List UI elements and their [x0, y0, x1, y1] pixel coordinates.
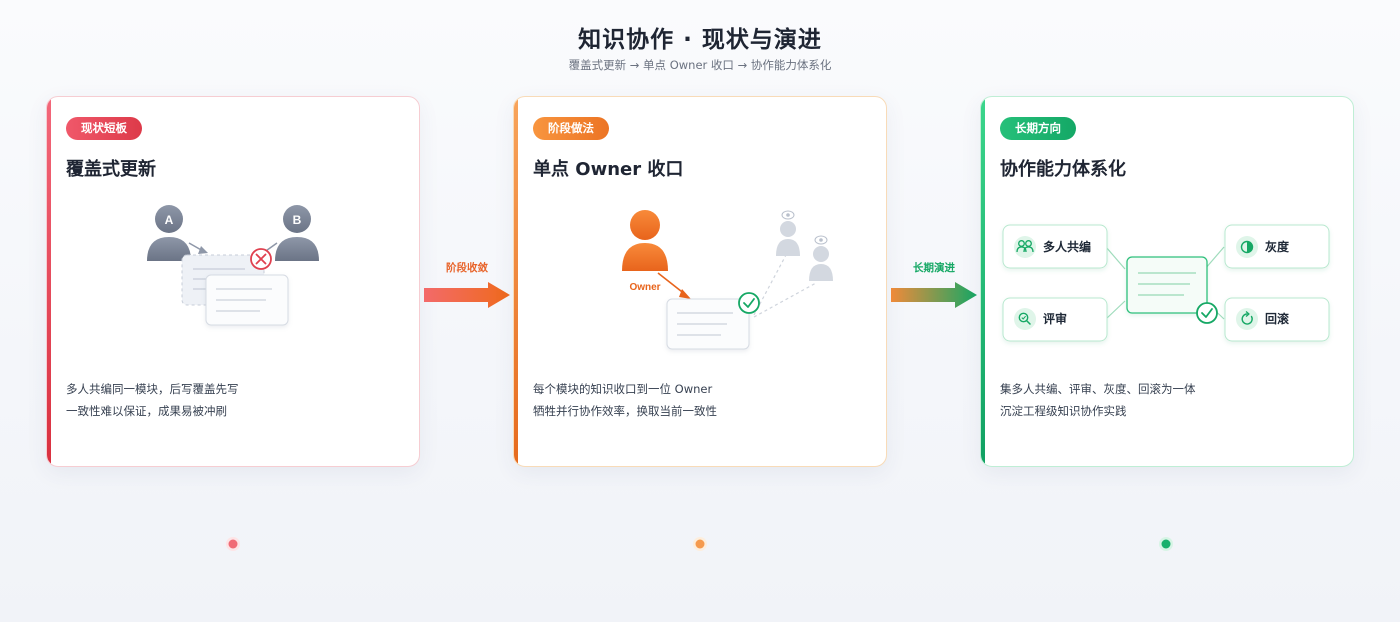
timeline-dot-current: [226, 537, 240, 551]
node-coedit: [1002, 224, 1108, 269]
card-long-term: 长期方向 协作能力体系化: [980, 96, 1354, 467]
users-icon: [1014, 236, 1036, 258]
desc-line: 每个模块的知识收口到一位 Owner: [533, 382, 713, 396]
document-icon: [205, 274, 289, 326]
desc-line: 沉淀工程级知识协作实践: [1000, 404, 1127, 418]
node-rollback: [1224, 297, 1330, 342]
timeline-dot-stage: [693, 537, 707, 551]
owner-label: Owner: [629, 282, 660, 293]
desc-line: 多人共编同一模块，后写覆盖先写: [66, 382, 239, 396]
arrow-icon: [657, 272, 691, 299]
right-arrow-icon: [891, 282, 977, 308]
card-description: 集多人共编、评审、灰度、回滚为一体 沉淀工程级知识协作实践: [1000, 378, 1196, 422]
desc-line: 牺牲并行协作效率，换取当前一致性: [533, 404, 717, 418]
card-accent-bar: [981, 97, 985, 466]
page-title: 知识协作 · 现状与演进: [578, 27, 822, 53]
progress-timeline: [226, 537, 1173, 551]
page-subtitle: 覆盖式更新 → 单点 Owner 收口 → 协作能力体系化: [568, 58, 832, 72]
rollback-icon: [1236, 308, 1258, 330]
card-description: 每个模块的知识收口到一位 Owner 牺牲并行协作效率，换取当前一致性: [533, 378, 717, 422]
check-icon: [738, 292, 760, 314]
card-title: 覆盖式更新: [66, 159, 156, 180]
card-title: 协作能力体系化: [1000, 159, 1126, 180]
right-arrow-icon: [424, 282, 510, 308]
user-a-icon: A: [147, 205, 191, 261]
card-title: 单点 Owner 收口: [533, 159, 684, 180]
node-label: 评审: [1043, 311, 1067, 326]
node-gray-release: [1224, 224, 1330, 269]
user-a-label: A: [165, 213, 174, 227]
observer-icon: [809, 235, 833, 281]
desc-line: 一致性难以保证，成果易被冲刷: [66, 404, 227, 418]
owner-avatar-icon: [622, 210, 668, 271]
card-badge: 长期方向: [1000, 117, 1076, 140]
user-b-label: B: [293, 213, 302, 227]
card-description: 多人共编同一模块，后写覆盖先写 一致性难以保证，成果易被冲刷: [66, 378, 239, 422]
node-label: 多人共编: [1043, 239, 1091, 254]
connector-label: 阶段收敛: [446, 262, 488, 274]
card-badge: 现状短板: [66, 117, 142, 140]
timeline-dot-long-term: [1159, 537, 1173, 551]
node-label: 回滚: [1265, 311, 1290, 326]
card-badge: 阶段做法: [533, 117, 609, 140]
arrow-icon: [188, 242, 208, 254]
desc-line: 集多人共编、评审、灰度、回滚为一体: [1000, 382, 1196, 396]
node-label: 灰度: [1265, 239, 1290, 254]
half-circle-icon: [1236, 236, 1258, 258]
connector-label: 长期演进: [913, 262, 955, 274]
document-icon: [666, 298, 750, 350]
card-accent-bar: [47, 97, 51, 466]
node-review: [1002, 297, 1108, 342]
card-accent-bar: [514, 97, 518, 466]
card-current-gap: 现状短板 覆盖式更新 A B: [46, 96, 420, 467]
check-icon: [1196, 302, 1218, 324]
observer-icon: [776, 210, 800, 256]
overwrite-illustration: A B: [147, 205, 319, 326]
error-icon: [250, 248, 272, 270]
review-search-icon: [1014, 308, 1036, 330]
card-stage-practice: 阶段做法 单点 Owner 收口 Owner: [513, 96, 887, 467]
owner-illustration: Owner: [622, 210, 833, 350]
capability-illustration: 多人共编 评审 灰度 回滚: [1002, 224, 1330, 342]
document-icon: [1126, 256, 1208, 314]
user-b-icon: B: [275, 205, 319, 261]
